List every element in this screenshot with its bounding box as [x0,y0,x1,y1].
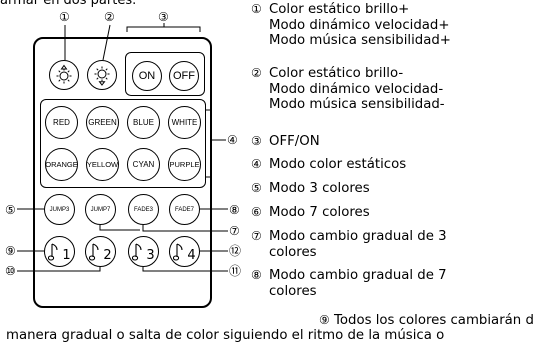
music-button-3[interactable]: 3 [128,236,159,267]
color-button-yellow[interactable]: YELLOW [86,148,119,181]
legend-number: ⑦ [251,229,262,243]
color-button-red[interactable]: RED [45,106,78,139]
color-button-cyan[interactable]: CYAN [127,148,160,181]
legend-text: Modo música sensibilidad- [269,97,445,112]
callout-3: ③ [158,10,169,24]
fade7-button[interactable]: FADE7 [169,194,200,225]
legend-text: Color estático brillo- [269,66,404,81]
music-button-number: 1 [62,247,71,263]
color-button-orange[interactable]: ORANGE [45,148,78,181]
fade3-button[interactable]: FADE3 [128,194,159,225]
music-note-icon: 1 [48,242,71,263]
legend-number: ① [251,2,262,16]
note-9-text: Todos los colores cambiarán de [334,313,533,328]
note-9-line-1: ⑨ Todos los colores cambiarán de [319,313,533,329]
legend-text: Modo música sensibilidad+ [269,33,451,48]
color-button-green[interactable]: GREEN [86,106,119,139]
legend-number: ② [251,66,262,80]
brightness-up-icon [56,64,72,84]
callout-7: ⑦ [229,224,240,238]
legend-item-5: ⑤ Modo 3 colores [251,181,370,197]
legend-text: Modo color estáticos [269,157,407,172]
note-9-number: ⑨ [319,313,330,327]
callout-2: ② [104,10,115,24]
brightness-down-icon [94,66,110,86]
legend-text: Modo 3 colores [269,181,370,196]
legend-item-8: ⑧ Modo cambio gradual de 7 colores [251,268,447,299]
legend-number: ③ [251,134,262,148]
callout-9: ⑨ [5,244,16,258]
legend-text: Modo cambio gradual de 3 [269,229,447,244]
legend-item-4: ④ Modo color estáticos [251,157,406,173]
legend-text: colores [269,244,317,260]
legend-text: Modo dinámico velocidad- [269,81,444,97]
legend-text: Color estático brillo+ [269,2,410,17]
off-button[interactable]: OFF [169,61,199,91]
callout-10: ⑩ [5,264,16,278]
legend-text: Modo dinámico velocidad+ [269,17,450,33]
callout-1: ① [59,10,70,24]
color-button-blue[interactable]: BLUE [127,106,160,139]
legend-number: ⑥ [251,205,262,219]
music-button-1[interactable]: 1 [44,236,75,267]
legend-item-2: ② Color estático brillo- Modo dinámico v… [251,66,445,113]
legend-number: ⑧ [251,268,262,282]
color-button-white[interactable]: WHITE [168,106,201,139]
legend-number: ④ [251,157,262,171]
note-9-line-2: manera gradual o salta de color siguiend… [6,328,445,343]
color-group-box [40,99,206,188]
on-button[interactable]: ON [132,61,162,91]
brightness-up-button[interactable] [49,60,79,90]
callout-11: ⑪ [229,264,242,278]
callout-5: ⑤ [5,203,16,217]
music-button-2[interactable]: 2 [85,236,116,267]
brightness-down-button[interactable] [87,60,117,90]
color-button-purple[interactable]: PURPLE [168,148,201,181]
legend-item-1: ① Color estático brillo+ Modo dinámico v… [251,2,451,49]
legend-text: Modo cambio gradual de 7 [269,268,447,283]
legend-number: ⑤ [251,181,262,195]
onoff-group-box [125,52,205,96]
legend-text: colores [269,283,317,299]
legend-text: Modo 7 colores [269,205,370,220]
legend-text: OFF/ON [269,134,320,149]
legend-item-7: ⑦ Modo cambio gradual de 3 colores [251,229,447,260]
music-note-icon: 2 [89,242,112,263]
music-button-number: 2 [103,247,112,263]
callout-8: ⑧ [229,203,240,217]
document-cut-text: armar en dos partes. [0,0,137,8]
legend-item-3: ③ OFF/ON [251,134,320,150]
music-button-number: 4 [187,247,196,263]
music-note-icon: 4 [173,242,196,263]
music-button-4[interactable]: 4 [169,236,200,267]
callout-12: ⑫ [229,244,242,258]
legend-item-6: ⑥ Modo 7 colores [251,205,370,221]
jump3-button[interactable]: JUMP3 [44,194,75,225]
callout-4: ④ [227,133,238,147]
music-button-number: 3 [146,247,155,263]
music-note-icon: 3 [132,242,155,263]
jump7-button[interactable]: JUMP7 [85,194,116,225]
